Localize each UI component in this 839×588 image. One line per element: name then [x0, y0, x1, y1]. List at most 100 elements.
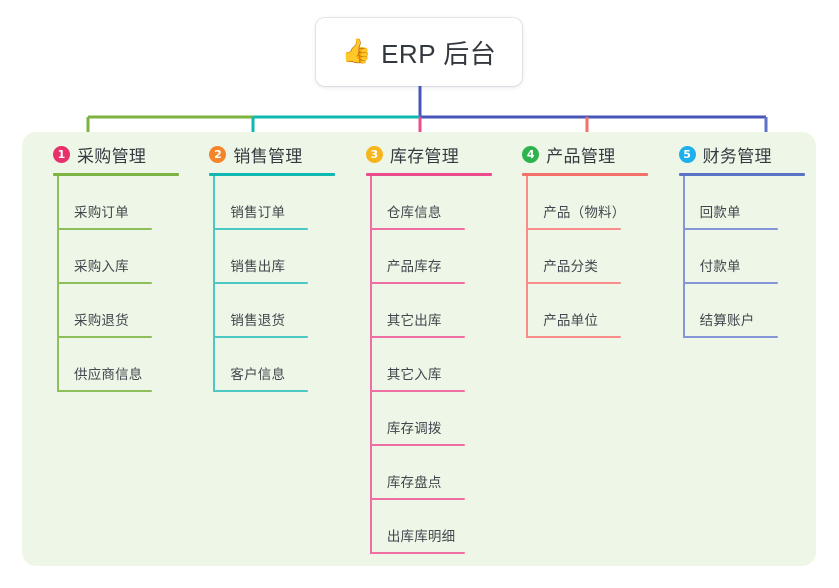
list-item-rule [526, 228, 622, 230]
list-item[interactable]: 销售出库 [192, 230, 346, 284]
column-badge-5: 5 [678, 145, 696, 163]
list-item-rule [369, 444, 465, 446]
column-title-5: 财务管理 [702, 146, 772, 166]
list-item[interactable]: 产品（物料） [505, 176, 659, 230]
item-list-5: 回款单付款单结算账户 [662, 176, 816, 338]
column-badge-3: 3 [365, 145, 383, 163]
list-item[interactable]: 采购入库 [36, 230, 190, 284]
list-item-rule [369, 228, 465, 230]
mindmap-panel: 1 采购管理采购订单采购入库采购退货供应商信息 2 销售管理销售订单销售出库销售退货客… [22, 132, 816, 566]
list-item-rule [57, 228, 152, 230]
list-item-label: 采购订单 [74, 205, 129, 220]
list-item-rule [369, 336, 465, 338]
list-item-label: 销售订单 [230, 205, 286, 220]
column-rule-5 [678, 173, 805, 176]
list-item-label: 库存盘点 [386, 475, 442, 490]
list-item-label: 采购入库 [74, 259, 129, 274]
list-item[interactable]: 产品库存 [349, 230, 503, 284]
list-item-rule [213, 228, 309, 230]
list-item-rule [369, 498, 465, 500]
list-item-label: 产品单位 [543, 313, 599, 328]
list-item[interactable]: 其它入库 [349, 338, 503, 392]
list-item-rule [369, 390, 465, 392]
column-container: 1 采购管理采购订单采购入库采购退货供应商信息 2 销售管理销售订单销售出库销售退货客… [22, 132, 816, 566]
list-item-label: 回款单 [699, 205, 741, 220]
thumbs-up-icon: 👍 [341, 38, 373, 65]
list-item-rule [213, 336, 309, 338]
list-item[interactable]: 客户信息 [192, 338, 346, 392]
column-badge-1: 1 [53, 145, 70, 163]
list-item[interactable]: 产品单位 [505, 284, 659, 338]
column-rule-4 [522, 173, 649, 176]
list-item[interactable]: 付款单 [662, 230, 816, 284]
list-item[interactable]: 库存调拨 [349, 392, 503, 446]
item-list-2: 销售订单销售出库销售退货客户信息 [192, 176, 346, 392]
column-rule-2 [209, 173, 336, 176]
list-item[interactable]: 其它出库 [349, 284, 503, 338]
column-1: 1 采购管理采购订单采购入库采购退货供应商信息 [36, 132, 190, 566]
column-rule-1 [53, 173, 179, 176]
list-item-label: 仓库信息 [386, 205, 442, 220]
column-title-3: 库存管理 [389, 146, 460, 166]
list-item[interactable]: 产品分类 [505, 230, 659, 284]
list-item-label: 产品（物料） [543, 205, 626, 220]
list-item[interactable]: 仓库信息 [349, 176, 503, 230]
item-spine-2 [213, 176, 216, 392]
list-item[interactable]: 出库库明细 [349, 500, 503, 554]
item-spine-3 [369, 176, 372, 554]
list-item-label: 产品分类 [543, 259, 599, 274]
list-item-rule [57, 282, 152, 284]
list-item-label: 销售出库 [230, 259, 286, 274]
list-item-rule [526, 336, 622, 338]
list-item-label: 采购退货 [74, 313, 129, 328]
root-node-title: 👍 ERP 后台 [342, 34, 497, 71]
column-title-2: 销售管理 [233, 146, 303, 166]
list-item[interactable]: 采购订单 [36, 176, 190, 230]
column-header-5[interactable]: 5 财务管理 [662, 132, 816, 176]
column-header-2[interactable]: 2 销售管理 [192, 132, 346, 176]
list-item-label: 其它出库 [386, 313, 442, 328]
list-item[interactable]: 库存盘点 [349, 446, 503, 500]
list-item-label: 出库库明细 [386, 529, 456, 544]
list-item-label: 库存调拨 [386, 421, 442, 436]
column-header-3[interactable]: 3 库存管理 [349, 132, 503, 176]
list-item-rule [57, 336, 152, 338]
list-item-rule [57, 390, 152, 392]
item-spine-4 [526, 176, 529, 338]
list-item-label: 供应商信息 [74, 367, 143, 382]
list-item-rule [682, 336, 778, 338]
column-title-1: 采购管理 [77, 146, 147, 166]
item-spine-5 [682, 176, 685, 338]
list-item-label: 结算账户 [699, 313, 755, 328]
item-spine-1 [57, 176, 59, 392]
list-item-label: 产品库存 [386, 259, 442, 274]
list-item[interactable]: 采购退货 [36, 284, 190, 338]
column-badge-4: 4 [522, 145, 540, 163]
column-5: 5 财务管理回款单付款单结算账户 [662, 132, 816, 566]
column-header-1[interactable]: 1 采购管理 [36, 132, 190, 176]
column-badge-2: 2 [209, 145, 227, 163]
column-2: 2 销售管理销售订单销售出库销售退货客户信息 [192, 132, 346, 566]
list-item[interactable]: 销售订单 [192, 176, 346, 230]
list-item-label: 付款单 [699, 259, 741, 274]
item-list-3: 仓库信息产品库存其它出库其它入库库存调拨库存盘点出库库明细 [349, 176, 503, 554]
list-item-rule [369, 552, 465, 554]
list-item-rule [369, 282, 465, 284]
list-item[interactable]: 销售退货 [192, 284, 346, 338]
list-item[interactable]: 供应商信息 [36, 338, 190, 392]
item-list-1: 采购订单采购入库采购退货供应商信息 [36, 176, 190, 392]
root-node-label: ERP 后台 [381, 38, 497, 69]
list-item-label: 客户信息 [230, 367, 286, 382]
list-item-rule [682, 228, 778, 230]
list-item[interactable]: 结算账户 [662, 284, 816, 338]
list-item-rule [213, 282, 309, 284]
list-item-rule [526, 282, 622, 284]
column-3: 3 库存管理仓库信息产品库存其它出库其它入库库存调拨库存盘点出库库明细 [349, 132, 503, 566]
root-node-card[interactable]: 👍 ERP 后台 [316, 18, 522, 86]
list-item[interactable]: 回款单 [662, 176, 816, 230]
item-list-4: 产品（物料） 产品分类产品单位 [505, 176, 659, 338]
list-item-rule [682, 282, 778, 284]
list-item-label: 其它入库 [386, 367, 442, 382]
